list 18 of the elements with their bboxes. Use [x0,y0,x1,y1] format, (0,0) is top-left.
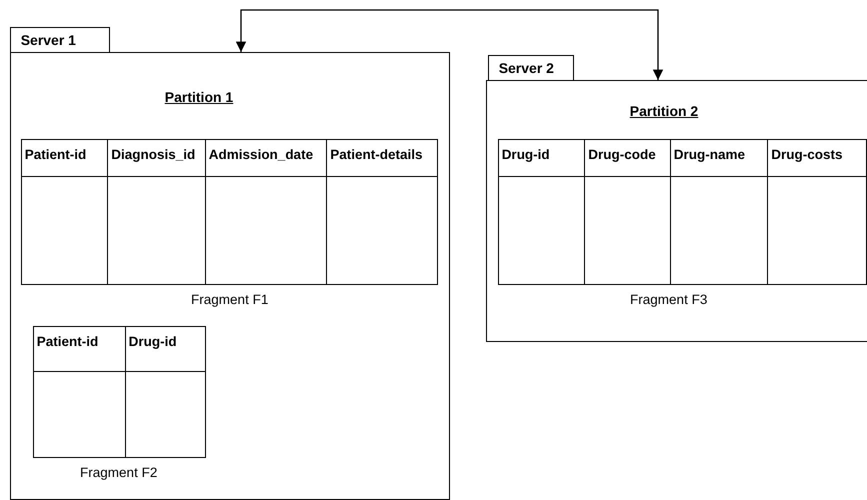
server-tab: Server 2 [488,54,574,80]
column-header: Patient-id [22,140,108,177]
fragment-caption: Fragment F1 [191,292,268,307]
column-header: Drug-id [126,326,205,372]
column-header: Diagnosis_id [108,140,205,177]
fragment-caption: Fragment F2 [80,464,158,480]
column-header: Admission_date [206,140,326,177]
column-header: Drug-name [670,140,768,177]
fragment-caption: Fragment F3 [630,292,708,307]
server-tab: Server 1 [10,26,110,52]
column-header: Drug-costs [768,140,866,177]
column-header: Drug-code [585,140,670,177]
partition-title: Partition 1 [164,89,234,105]
partition-title: Partition 2 [630,103,698,119]
column-header: Patient-id [34,326,125,372]
column-header: Patient-details [327,140,437,177]
column-header: Drug-id [498,140,584,177]
connector-arrow [236,9,664,80]
